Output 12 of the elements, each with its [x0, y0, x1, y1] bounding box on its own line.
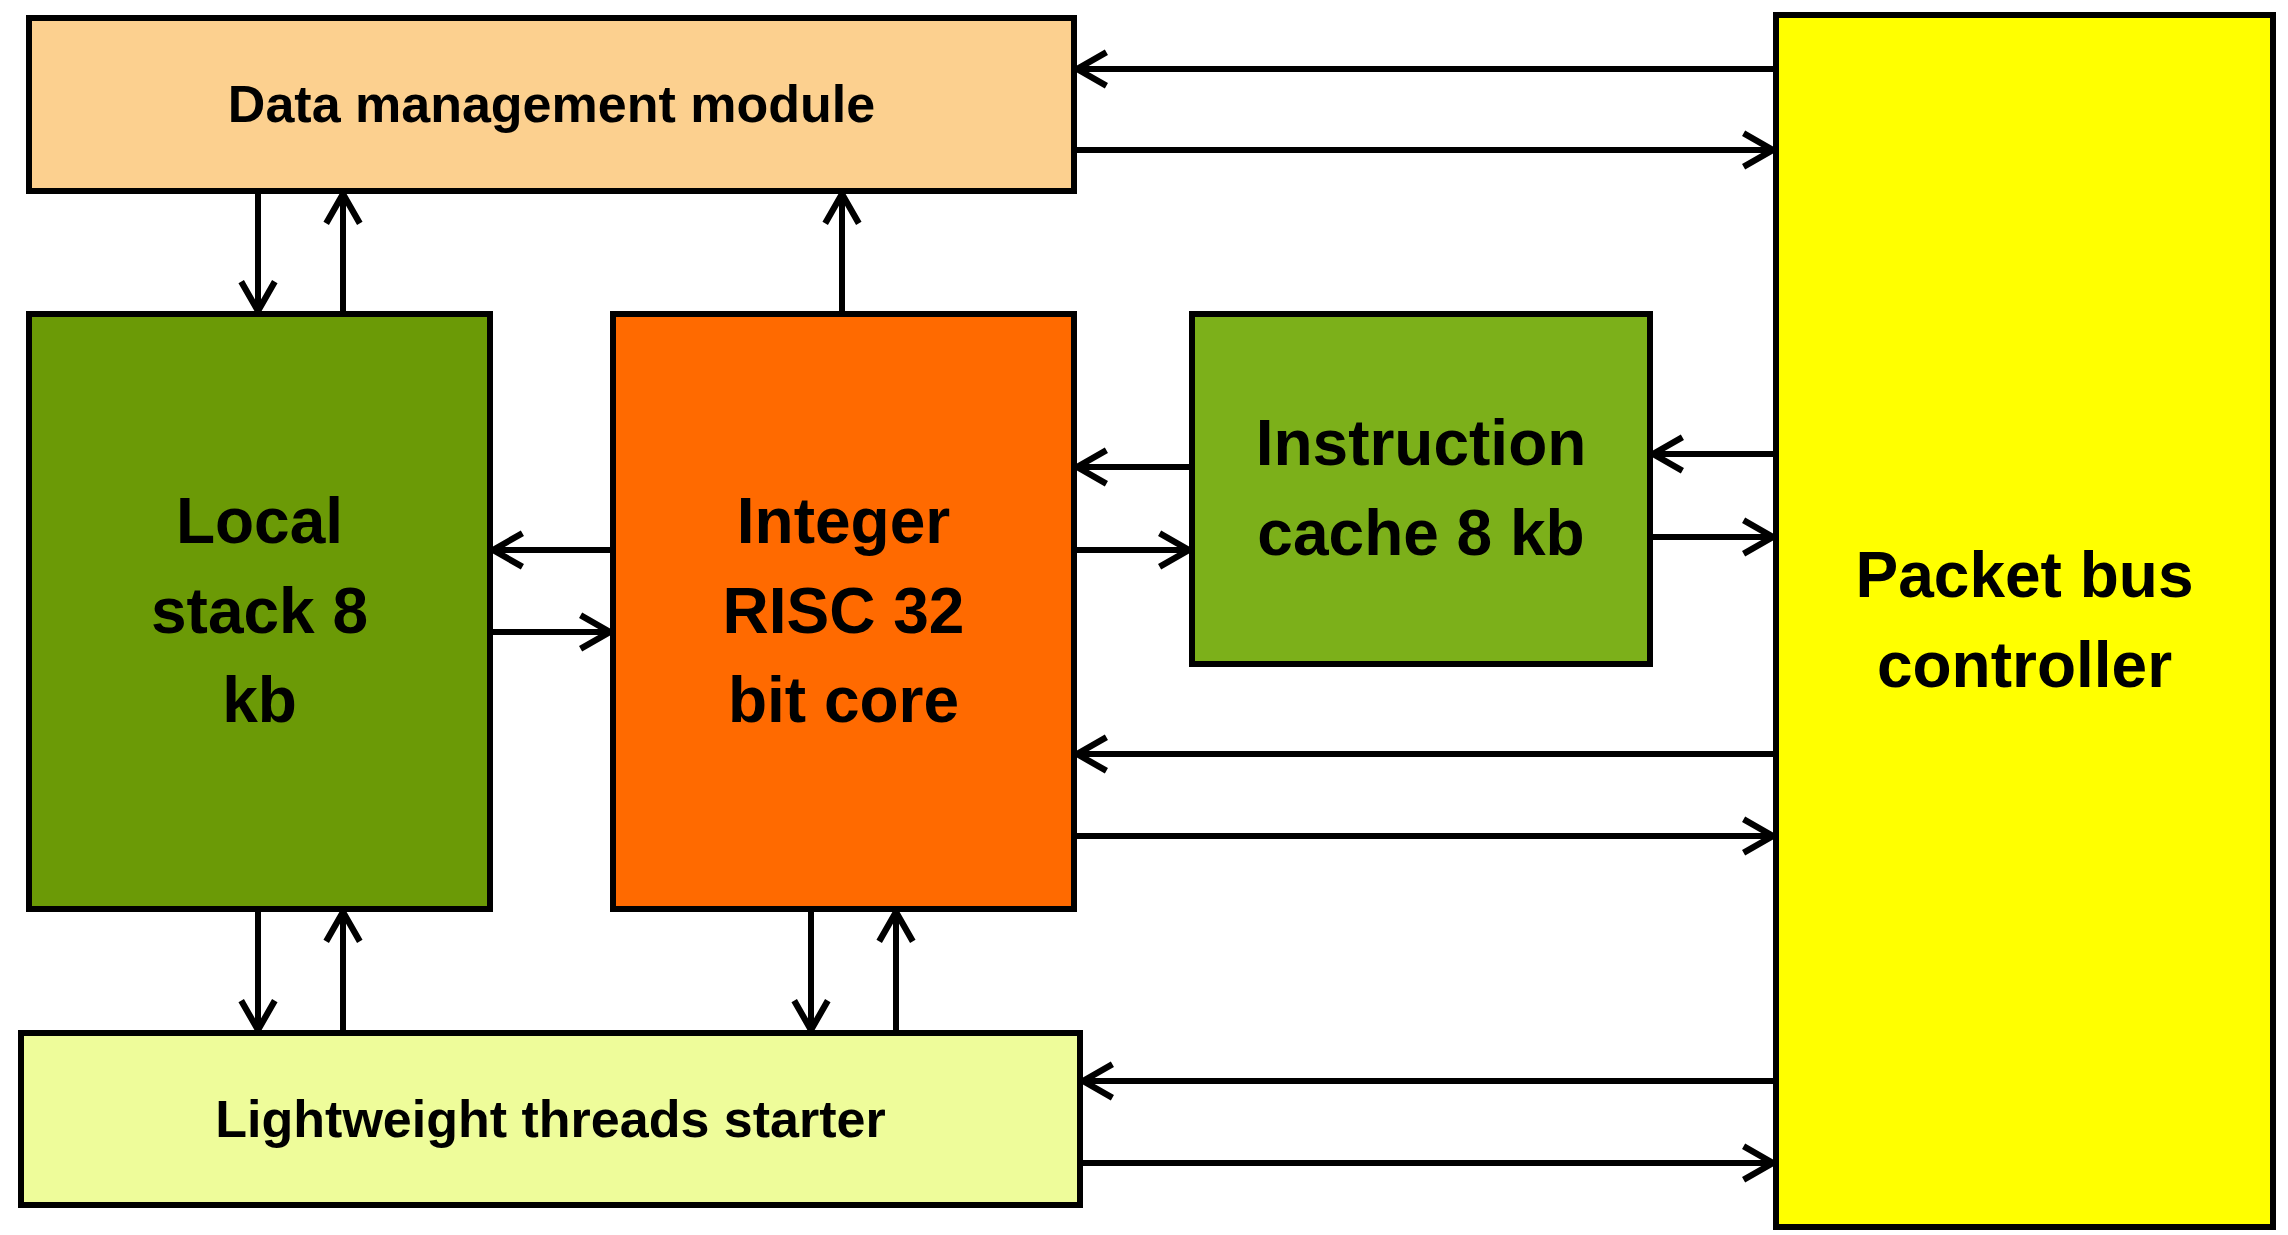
module-label: Integer RISC 32 bit core	[721, 484, 966, 739]
module-box	[26, 15, 1077, 194]
module-box	[1189, 311, 1653, 667]
module-label: Instruction cache 8 kb	[1254, 406, 1588, 571]
module-label: Local stack 8 kb	[149, 484, 370, 739]
module-label: Packet bus controller	[1854, 538, 2195, 703]
controller-box	[1773, 12, 2276, 1230]
module-box	[18, 1030, 1083, 1208]
module-box	[26, 311, 493, 912]
module-label: Data management module	[227, 74, 876, 136]
module-label: Lightweight threads starter	[215, 1088, 886, 1150]
module-box	[610, 311, 1077, 912]
